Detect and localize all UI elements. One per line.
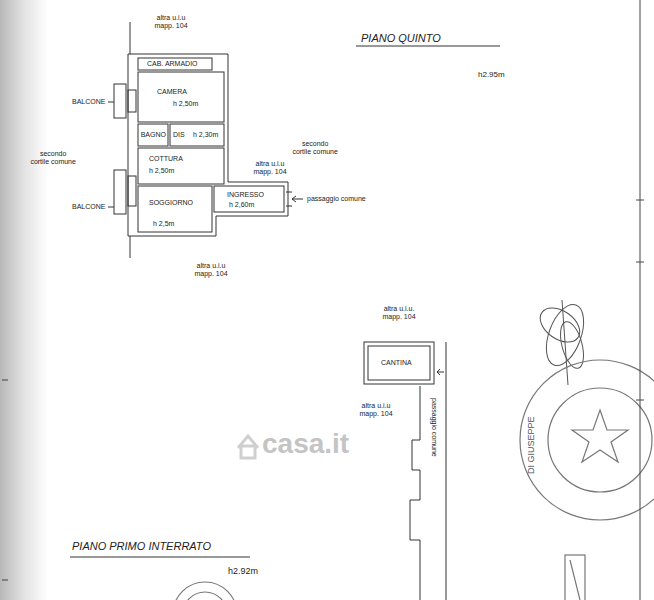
- plan-label: altra u.i.u. mapp. 104: [378, 305, 420, 321]
- ceiling-height: h 2,50m: [173, 100, 198, 108]
- plan-label: altra u.i.u mapp. 104: [150, 14, 192, 30]
- watermark: casa.it: [262, 428, 349, 460]
- apartment-walls: [108, 22, 303, 258]
- heading-underline: [70, 557, 250, 558]
- plan-label: secondo cortile comune: [30, 150, 76, 166]
- plan-label: BALCONE: [72, 203, 105, 211]
- plan-label: h2.95m: [478, 70, 505, 79]
- plan-label: passaggio comune: [430, 398, 438, 457]
- room-box: COTTURA h 2,50m: [139, 149, 223, 183]
- room-name: CANTINA: [381, 359, 412, 367]
- floor-heading: PIANO PRIMO INTERRATO: [72, 540, 211, 553]
- room-name: COTTURA: [149, 155, 183, 163]
- notary-stamp: [520, 360, 654, 520]
- room-name: INGRESSO: [227, 191, 264, 199]
- room-box: CAMERA h 2,50m: [139, 73, 223, 121]
- room-name: CAMERA: [157, 88, 187, 96]
- heading-underline: [356, 46, 500, 47]
- ceiling-height: h 2,60m: [229, 201, 254, 209]
- plan-label: BALCONE: [72, 98, 105, 106]
- room-box: CANTINA: [369, 347, 429, 379]
- watermark-icon: [238, 436, 258, 458]
- signature: [534, 299, 591, 385]
- plan-label: passaggio comune: [307, 195, 366, 203]
- stamp-fragment: [173, 555, 585, 600]
- room-box: INGRESSO h 2,60m: [215, 187, 283, 211]
- ceiling-height: h 2,5m: [153, 220, 174, 228]
- floor-heading: PIANO QUINTO: [361, 32, 441, 45]
- scan-shadow: [0, 0, 48, 600]
- plan-label: altra u.i.u mapp. 104: [190, 262, 232, 278]
- ceiling-height: h 2,50m: [149, 167, 174, 175]
- plan-label: altra u.i.u mapp. 104: [355, 402, 397, 418]
- plan-label: secondo cortile comune: [292, 140, 338, 156]
- cellar-walls: [364, 342, 446, 600]
- stamp-text: DI GIUSEPPE: [526, 416, 536, 474]
- plan-label: altra u.i.u mapp. 104: [250, 160, 290, 176]
- room-box: DIS h 2,30m: [171, 125, 223, 145]
- ceiling-height: h 2,30m: [193, 131, 218, 139]
- room-name: BAGNO: [141, 131, 166, 139]
- room-name: SOGGIORNO: [149, 199, 193, 207]
- room-name: DIS: [173, 131, 185, 139]
- room-box: BAGNO: [139, 125, 167, 145]
- plan-label: h2.92m: [228, 566, 258, 576]
- room-name: CAB. ARMADIO: [147, 60, 198, 68]
- room-box: CAB. ARMADIO: [139, 59, 211, 69]
- room-box: SOGGIORNO h 2,5m: [139, 187, 211, 231]
